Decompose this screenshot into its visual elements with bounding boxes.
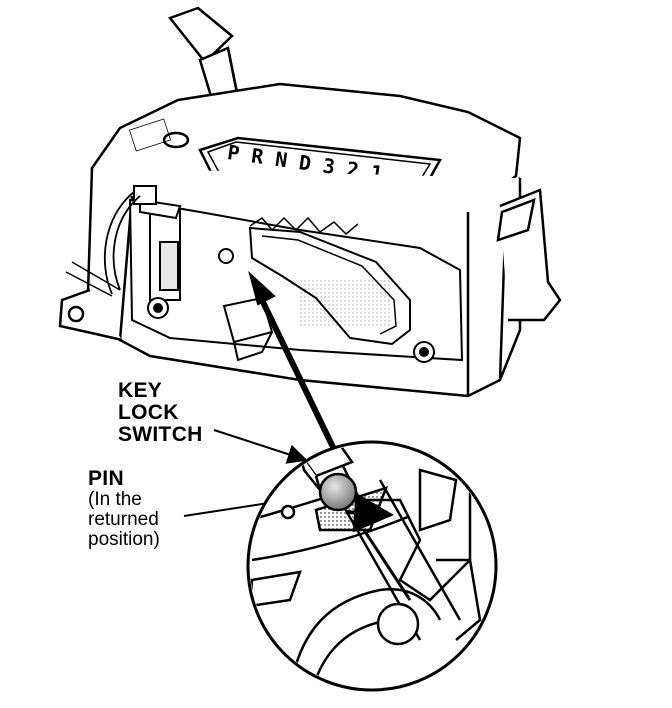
pin-motion-arrow: [345, 492, 394, 533]
key-lock-switch-label: KEY LOCK SWITCH: [118, 379, 203, 447]
key-lock-label-line1: KEY: [118, 379, 163, 402]
slider-motion-line: [362, 529, 412, 601]
pin-note-line1: (In the: [88, 489, 142, 511]
key-lock-label-line3: SWITCH: [118, 423, 203, 447]
key-lock-label-line2: LOCK: [118, 401, 179, 425]
callout-arrow: [248, 270, 347, 472]
pin-label-title: PIN: [88, 467, 124, 490]
shift-lock-release-print: [128, 118, 172, 152]
pin-shape: [318, 472, 358, 512]
pin-note-line3: position): [88, 528, 160, 550]
pin-note-line2: returned: [88, 508, 159, 530]
detail-magnifier: [246, 440, 498, 692]
pin-label: PIN (In the returned position): [88, 467, 160, 550]
shading-texture: [300, 280, 390, 326]
key-lock-switch-leader: [213, 429, 308, 464]
